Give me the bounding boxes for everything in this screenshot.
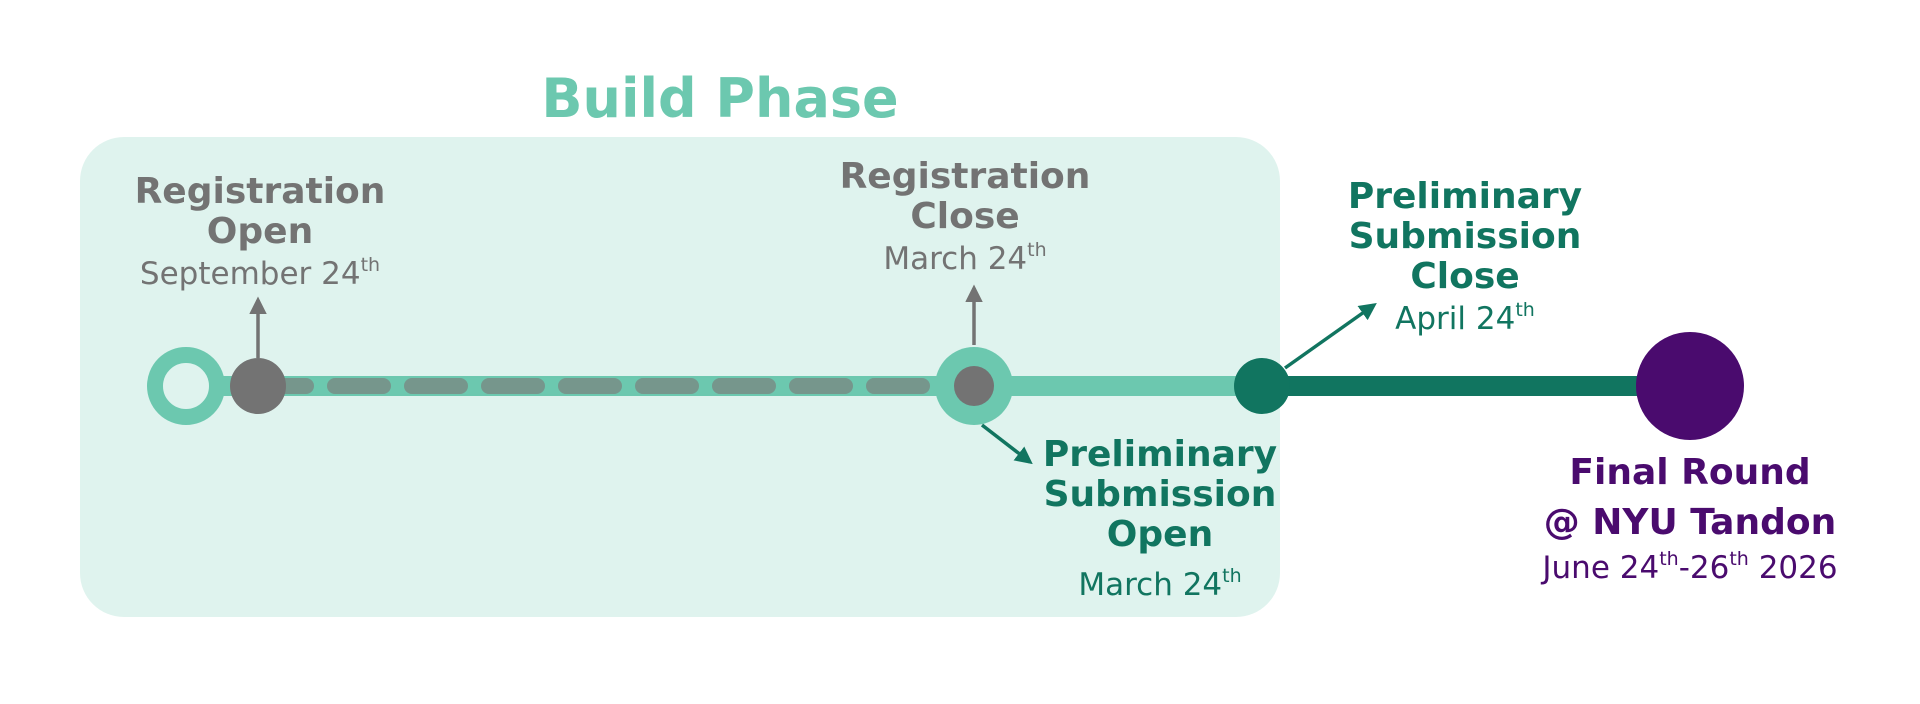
registration-open-date-suffix: th xyxy=(360,254,381,276)
registration-open-node xyxy=(230,358,286,414)
preliminary-submission-open-arrow xyxy=(980,423,1033,465)
preliminary-submission-close-title-line-1: Preliminary xyxy=(1347,176,1583,217)
preliminary-submission-close-date-main: April 24 xyxy=(1395,301,1516,337)
preliminary-submission-open-date-suffix: th xyxy=(1222,565,1242,587)
final-round-date-end-day: 26 xyxy=(1689,550,1730,586)
final-round-title-line-2: @ NYU Tandon xyxy=(1543,502,1837,543)
final-round-date-separator: - xyxy=(1678,550,1690,586)
preliminary-submission-close-title-line-3: Close xyxy=(1410,256,1520,297)
registration-close-date-suffix: th xyxy=(1027,239,1047,261)
preliminary-submission-open-title-line-2: Submission xyxy=(1043,474,1277,515)
final-round-date-start: June 24 xyxy=(1542,550,1660,586)
preliminary-submission-open-date: March 24th xyxy=(1010,565,1310,604)
start-ring-node xyxy=(147,347,225,425)
registration-close-title-line-1: Registration xyxy=(839,156,1091,197)
preliminary-submission-open-label: Preliminary Submission Open March 24th xyxy=(1010,434,1310,604)
preliminary-submission-open-title-line-1: Preliminary xyxy=(1042,434,1278,475)
preliminary-submission-open-date-main: March 24 xyxy=(1078,567,1223,603)
preliminary-submission-close-label: Preliminary Submission Close April 24th xyxy=(1315,176,1615,338)
registration-close-date: March 24th xyxy=(815,239,1115,278)
build-phase-title: Build Phase xyxy=(541,67,899,130)
registration-open-date: September 24th xyxy=(110,254,410,293)
final-round-label: Final Round @ NYU Tandon June 24th-26th … xyxy=(1515,448,1865,586)
preliminary-submission-close-node xyxy=(1234,358,1290,414)
registration-close-label: Registration Close March 24th xyxy=(815,156,1115,278)
preliminary-submission-open-title-line-3: Open xyxy=(1106,514,1214,555)
registration-close-date-main: March 24 xyxy=(883,241,1028,277)
final-round-date-year: 2026 xyxy=(1748,550,1838,586)
registration-open-date-main: September 24 xyxy=(139,256,361,292)
registration-open-label: Registration Open September 24th xyxy=(110,171,410,293)
final-round-title-line-1: Final Round xyxy=(1569,452,1811,493)
registration-open-title-line-1: Registration xyxy=(134,171,386,212)
final-round-date: June 24th-26th 2026 xyxy=(1515,548,1865,587)
final-round-date-start-suffix: th xyxy=(1659,548,1679,570)
preliminary-submission-close-date-suffix: th xyxy=(1515,299,1535,321)
registration-open-title-line-2: Open xyxy=(206,211,314,252)
final-round-date-end-suffix: th xyxy=(1729,548,1749,570)
preliminary-submission-close-arrow xyxy=(1283,302,1377,370)
preliminary-submission-close-date: April 24th xyxy=(1315,299,1615,338)
final-round-node xyxy=(1636,332,1744,440)
registration-close-title-line-2: Close xyxy=(910,196,1020,237)
registration-close-node xyxy=(954,366,994,406)
preliminary-submission-close-title-line-2: Submission xyxy=(1348,216,1582,257)
